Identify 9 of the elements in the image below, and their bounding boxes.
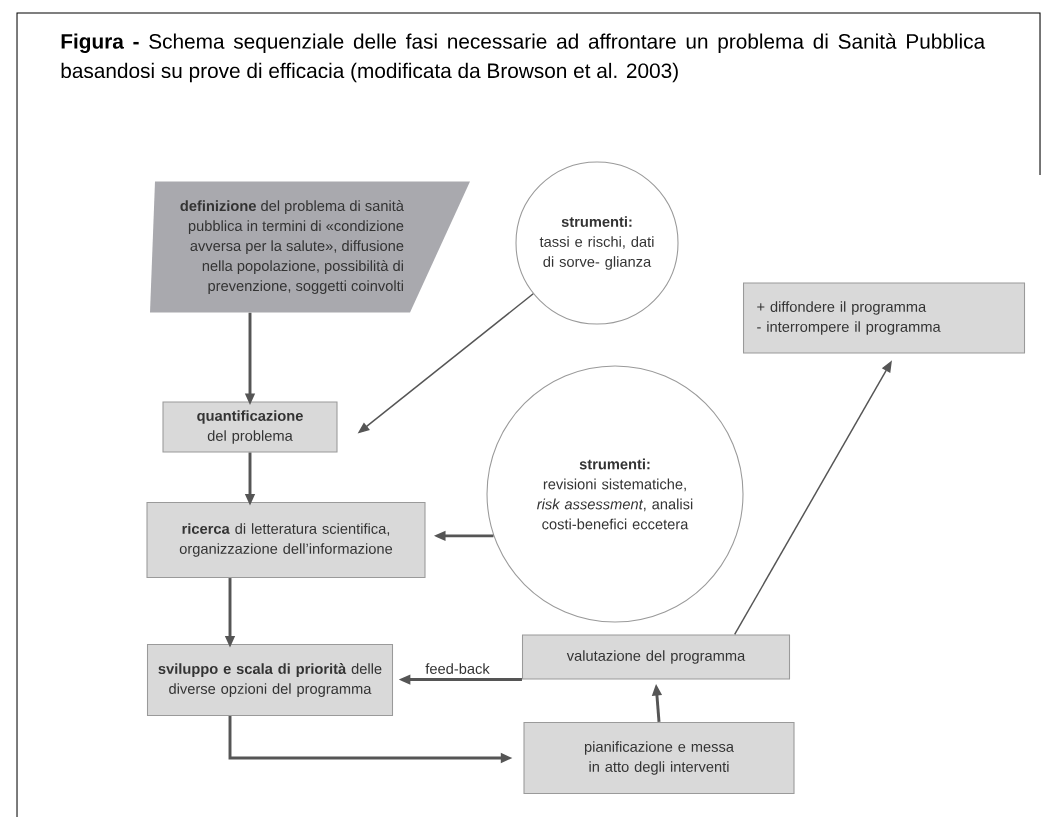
process-box: quantificazione del problema [162, 401, 338, 453]
process-box: valutazione del programma [521, 634, 791, 680]
parallelogram-box: definizione del problema di sanità pubblica in termini di «condizione avversa per la salute», diffusione nella popolazione, possibilità di prevenzione, soggetti coinvolti [150, 181, 470, 313]
process-box: + diffondere il programma - interrompere il programma [742, 282, 1026, 354]
process-box: pianificazione e messa in atto degli interventi [523, 721, 795, 795]
process-box: ricerca di letteratura scientifica, organizzazione dell’informazione [146, 501, 426, 579]
figure-title: Figura - Schema sequenziale delle fasi necessarie ad affrontare un problema di Sanità Pubblica basandosi su prove di efficacia (modificata da Browson et al. 2003) [61, 33, 986, 83]
edge-label: feed-back [423, 661, 492, 676]
process-box: sviluppo e scala di priorità delle diverse opzioni del programma [146, 643, 394, 717]
